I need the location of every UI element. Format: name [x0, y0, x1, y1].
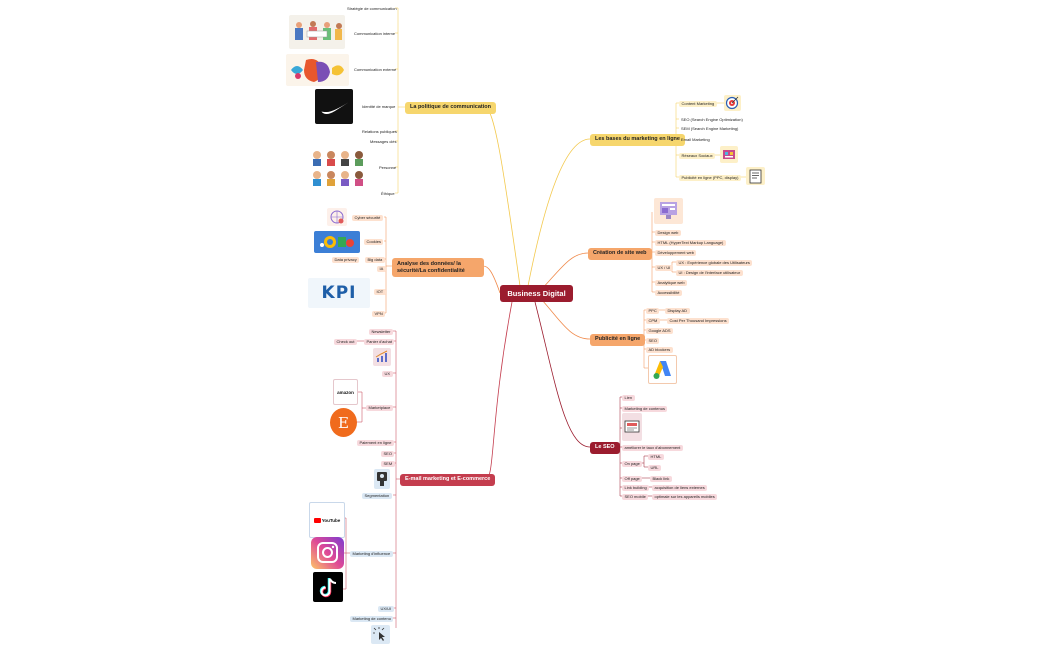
central-topic[interactable]: Business Digital	[500, 285, 573, 302]
target-icon	[724, 95, 741, 111]
leaf-ui-design[interactable]: UI : Design de l'interface utilisateur	[676, 270, 743, 277]
leaf-off-page[interactable]: Off page	[622, 476, 643, 483]
leaf-display-ad[interactable]: Display AD	[665, 308, 690, 315]
branch-creation-site-web[interactable]: Création de site web	[588, 248, 652, 260]
leaf-reseaux-sociaux[interactable]: Réseaux Sociaux	[679, 153, 716, 160]
leaf-cookies[interactable]: Cookies	[364, 239, 384, 246]
leaf-cost-per-thousand[interactable]: Cost Per Thousand Impressions	[667, 318, 730, 325]
leaf-ia[interactable]: IA	[377, 266, 386, 273]
leaf-developpement-web[interactable]: Développement web	[655, 250, 697, 257]
leaf-check-out[interactable]: Check out	[334, 339, 358, 346]
leaf-cyber-securite[interactable]: Cyber sécurité	[352, 215, 383, 222]
leaf-black-link[interactable]: Black link	[650, 476, 672, 483]
leaf-analytique-web[interactable]: Analytique web	[655, 280, 688, 287]
leaf-google-ads[interactable]: Google ADS	[646, 328, 674, 335]
youtube-logo-image: YouTube	[309, 502, 345, 538]
leaf-messages-cles[interactable]: Messages clés	[370, 139, 397, 144]
leaf-seo-definition[interactable]: SEO (Search Engine Optimization)	[681, 117, 743, 122]
nike-logo-image	[315, 89, 353, 124]
leaf-ux[interactable]: UX	[382, 371, 393, 378]
web-design-illustration-image	[654, 198, 683, 224]
people-avatars-image	[309, 147, 369, 191]
leaf-marketing-influence[interactable]: Marketing d'influence	[350, 551, 393, 558]
branch-analyse-donnees[interactable]: Analyse des données/ la sécurité/La conf…	[392, 258, 484, 278]
leaf-identite-marque[interactable]: Identité de marque	[362, 104, 396, 109]
leaf-panier-achat[interactable]: Panier d'achat	[364, 339, 395, 346]
leaf-ux-experience[interactable]: UX : Expérience globale des Utilisateurs	[676, 260, 753, 267]
branch-le-seo[interactable]: Le SEO	[590, 442, 620, 454]
leaf-publicite-seo[interactable]: SEO	[646, 338, 660, 345]
leaf-ppc[interactable]: PPC	[646, 308, 660, 315]
leaf-communication-interne[interactable]: Communication interne	[354, 31, 396, 36]
leaf-lien[interactable]: Lien	[622, 395, 635, 402]
amazon-logo-text: amazon	[337, 389, 354, 395]
leaf-liens-externes[interactable]: acquisition de liens externes	[652, 485, 708, 492]
ad-document-icon	[746, 167, 765, 185]
content-marketing-icon	[622, 413, 642, 441]
youtube-play-icon	[313, 517, 321, 523]
leaf-segmentation[interactable]: Segmentation	[362, 493, 392, 500]
growth-chart-icon	[373, 348, 391, 366]
leaf-link-building[interactable]: Link building	[622, 485, 650, 492]
youtube-logo-text: YouTube	[321, 517, 341, 523]
leaf-newsletter[interactable]: Newsletter	[369, 329, 393, 336]
leaf-ux-ui-web[interactable]: UX / UI	[655, 265, 673, 272]
leaf-content-marketing[interactable]: Content Marketing	[679, 101, 717, 108]
etsy-logo-image: E	[330, 408, 357, 437]
leaf-seo-mobile[interactable]: SEO mobile	[622, 494, 649, 501]
leaf-relations-publiques[interactable]: Relations publiques	[362, 129, 397, 134]
leaf-seo-url[interactable]: URL	[648, 465, 662, 472]
communication-heads-image	[286, 54, 349, 86]
branch-communication[interactable]: La politique de communication	[405, 102, 496, 114]
team-illustration-image	[289, 15, 345, 49]
branch-email-ecommerce[interactable]: E-mail marketing et E-commerce	[400, 474, 496, 486]
leaf-cpm[interactable]: CPM	[646, 318, 660, 325]
branch-publicite-en-ligne[interactable]: Publicité en ligne	[590, 334, 646, 346]
etsy-logo-text: E	[338, 413, 349, 432]
kpi-logo-text: KPI	[321, 283, 357, 303]
leaf-publicite-ppc-display[interactable]: Publicité en ligne (PPC, display)	[679, 175, 741, 182]
google-cookies-image	[314, 231, 360, 253]
cyber-security-icon	[327, 208, 347, 226]
leaf-marketing-contenus[interactable]: Marketing de contenus	[622, 406, 668, 413]
leaf-big-data[interactable]: Big data	[365, 257, 385, 264]
leaf-ecommerce-sem[interactable]: SEM	[381, 461, 395, 468]
google-ads-logo-image	[648, 355, 677, 384]
leaf-accessibilite[interactable]: Accessibilité	[655, 290, 683, 297]
leaf-ad-blockers[interactable]: AD blockers	[646, 347, 673, 354]
social-network-icon	[720, 146, 738, 163]
leaf-ecommerce-seo[interactable]: SEO	[381, 451, 395, 458]
leaf-personne[interactable]: Personne	[379, 165, 397, 170]
leaf-marketplace[interactable]: Marketplace	[366, 405, 393, 412]
leaf-communication-externe[interactable]: Communication externe	[354, 67, 397, 72]
leaf-on-page[interactable]: On page	[622, 461, 643, 468]
leaf-ux-ui[interactable]: UX/UI	[378, 606, 394, 613]
leaf-email-marketing[interactable]: Email Marketing	[681, 137, 710, 142]
leaf-vpn[interactable]: VPN	[372, 311, 386, 318]
branch-bases-marketing[interactable]: Les bases du marketing en ligne	[590, 134, 685, 146]
leaf-taux-abonnement[interactable]: améliorer le taux d'abonnement	[622, 445, 683, 452]
leaf-design-web[interactable]: Design web	[655, 230, 681, 237]
tiktok-logo-image	[313, 572, 343, 602]
click-cursor-icon	[371, 625, 390, 644]
instagram-logo-image	[311, 537, 344, 569]
kpi-logo-image: KPI	[308, 278, 370, 308]
leaf-communication-strategie[interactable]: Stratégie de communication	[347, 6, 397, 11]
leaf-data-privacy[interactable]: Data privacy	[332, 257, 360, 264]
leaf-ethique[interactable]: Éthique	[381, 191, 395, 196]
leaf-seo-html[interactable]: HTML	[648, 454, 664, 461]
leaf-appareils-mobiles[interactable]: optimale sur les appareils mobiles	[652, 494, 718, 501]
leaf-paiement-en-ligne[interactable]: Paiement en ligne	[357, 440, 395, 447]
leaf-sem-definition[interactable]: SEM (Search Engine Marketing)	[681, 126, 739, 131]
leaf-html[interactable]: HTML (HyperText Markup Language)	[655, 240, 726, 247]
amazon-logo-image: amazon	[333, 379, 358, 405]
segmentation-icon	[374, 469, 390, 489]
leaf-marketing-contenu[interactable]: Marketing de contenu	[350, 616, 394, 623]
leaf-iot[interactable]: IOT	[374, 289, 386, 296]
